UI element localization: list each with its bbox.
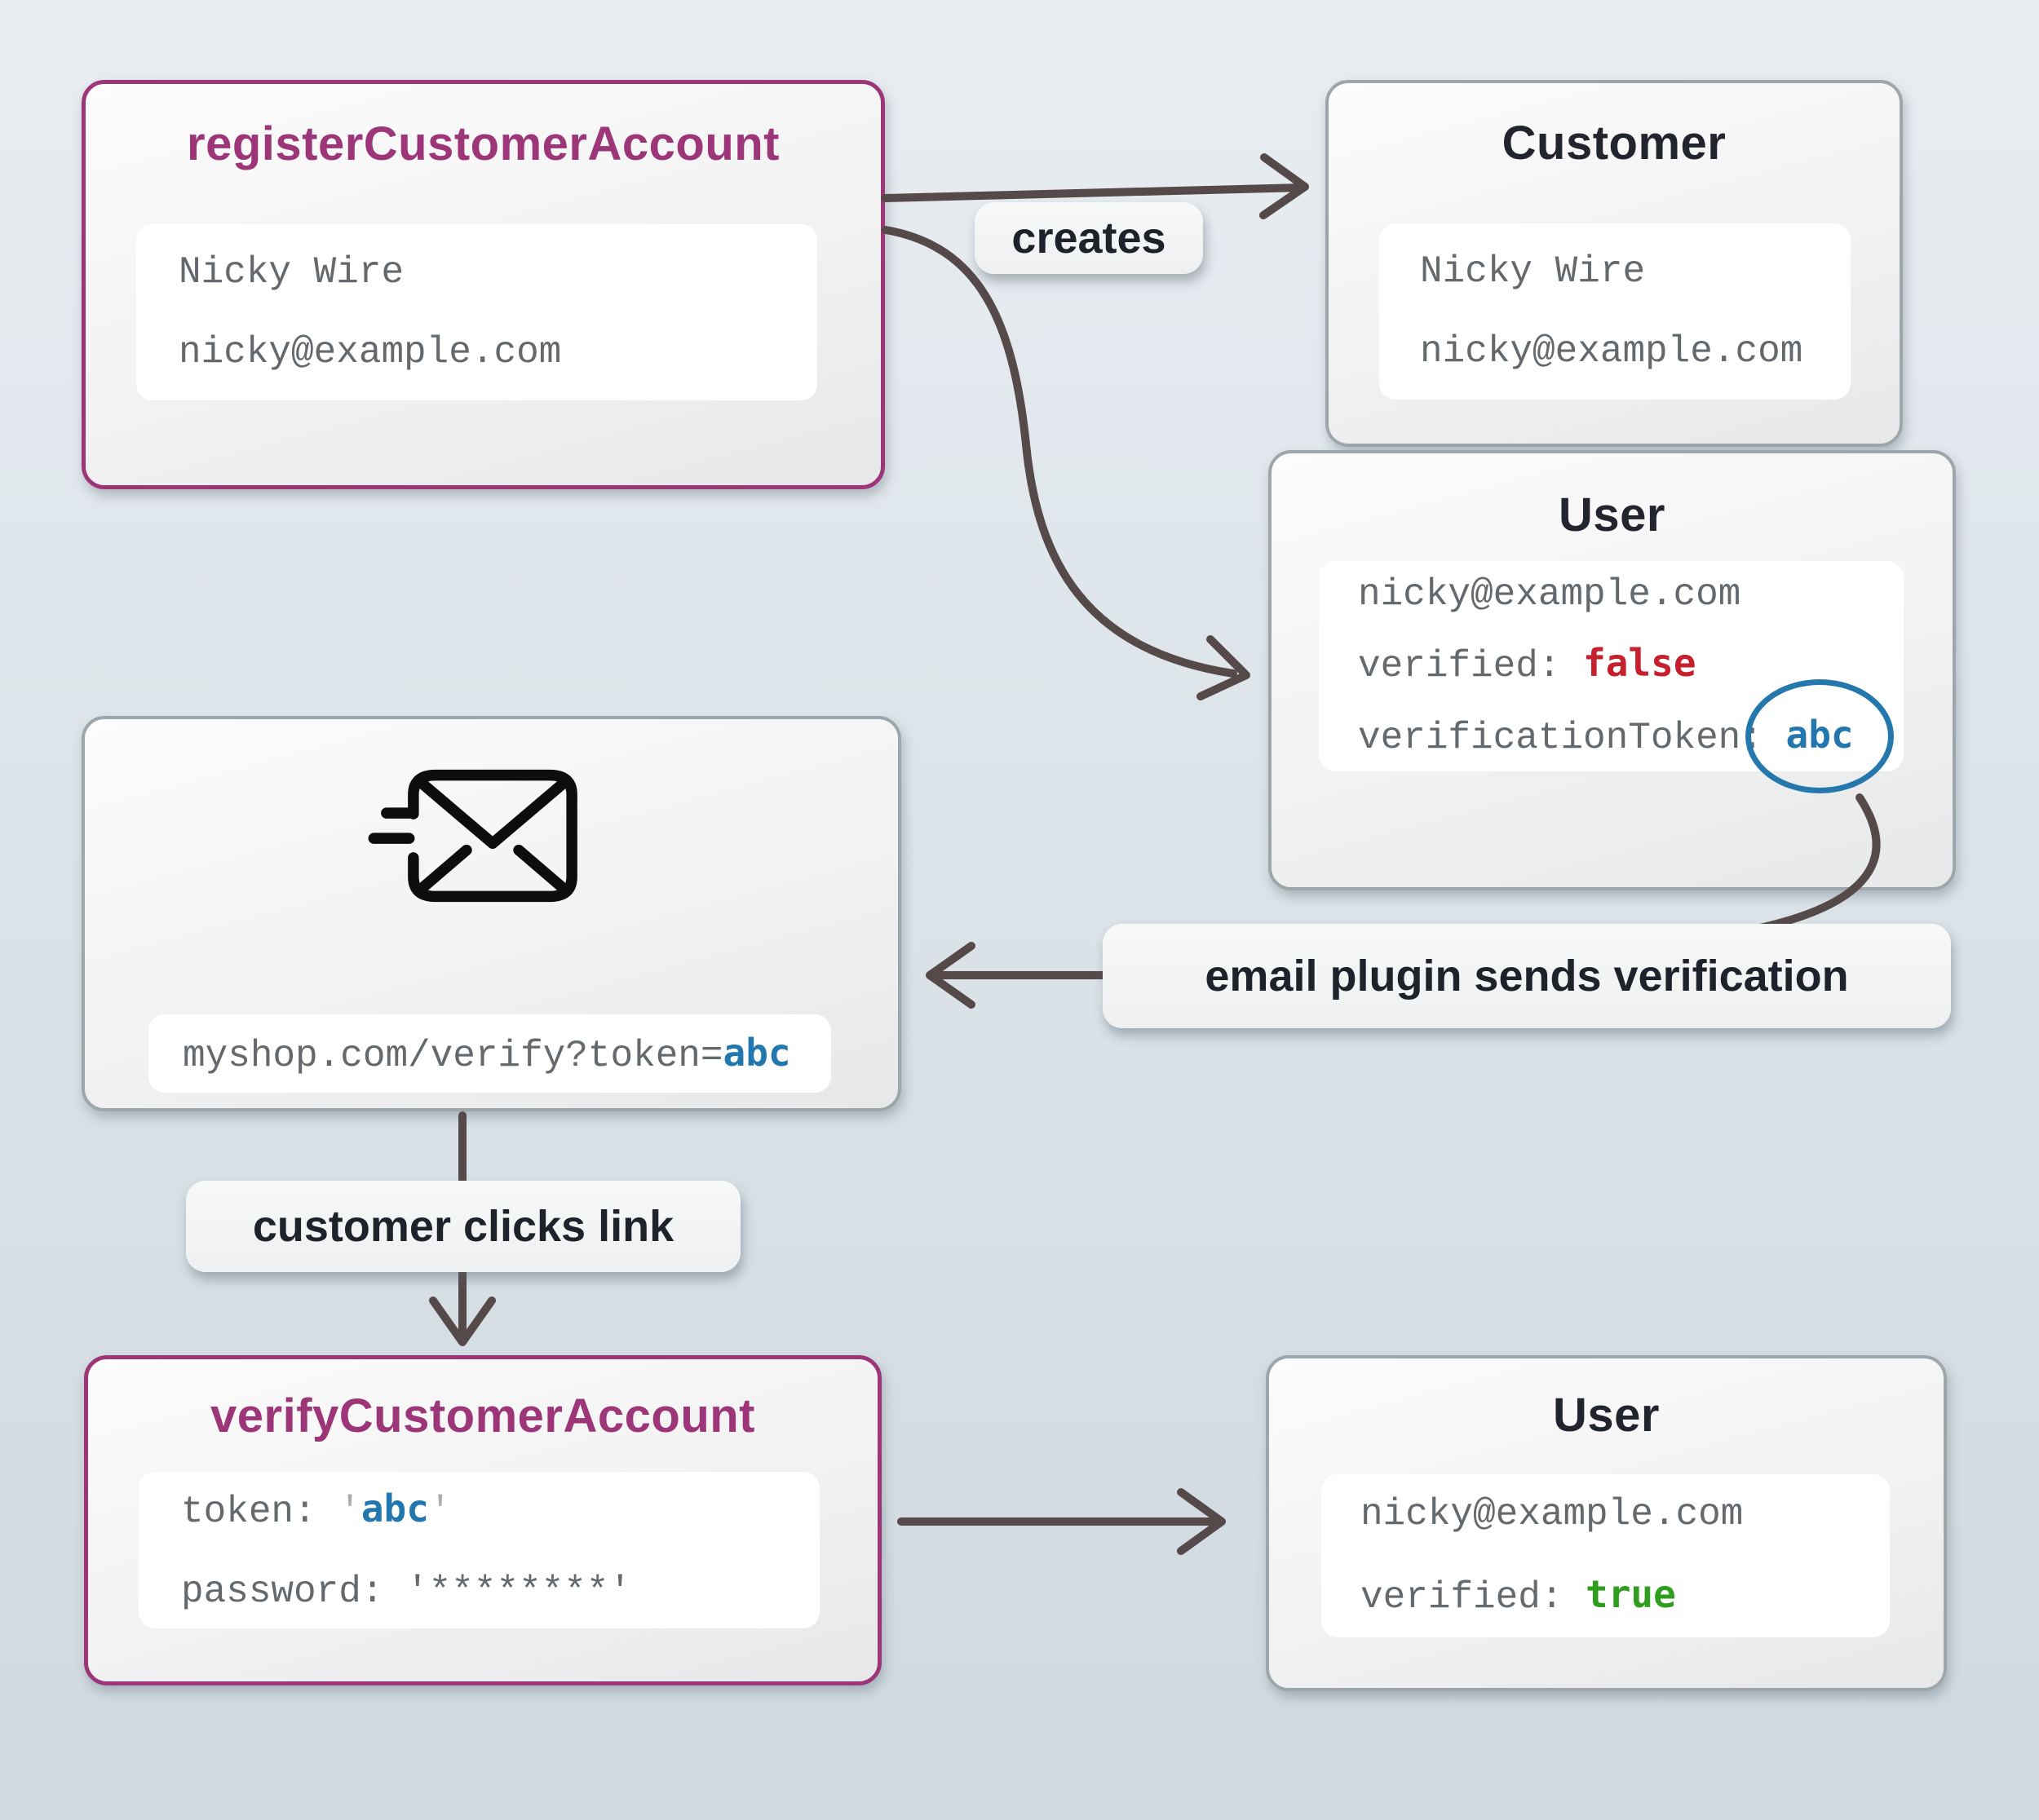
customer-box: Customer Nicky Wire nicky@example.com [1325, 80, 1903, 447]
creates-label: creates [975, 202, 1203, 274]
user-verified-box: User nicky@example.com verified: true [1266, 1355, 1947, 1691]
register-email-text: nicky@example.com [179, 331, 562, 373]
customer-clicks-label: customer clicks link [186, 1181, 741, 1272]
verified-false-value: false [1583, 641, 1696, 685]
verified-true-value: true [1586, 1572, 1676, 1616]
register-customer-account-box: registerCustomerAccount Nicky Wire nicky… [82, 80, 885, 489]
user-unverified-panel: nicky@example.com verified: false verifi… [1319, 561, 1904, 793]
arrow-register-to-user [882, 226, 1250, 700]
user-unverified-email: nicky@example.com [1358, 573, 1741, 616]
customer-email-text: nicky@example.com [1420, 330, 1803, 373]
user-verified-title: User [1553, 1389, 1660, 1442]
verify-token-value: abc [360, 1486, 429, 1531]
verification-token-value: abc [1785, 713, 1854, 757]
customer-box-title: Customer [1502, 117, 1727, 170]
verify-box-panel: token: 'abc' password: '********' [139, 1472, 820, 1628]
verification-url-text: myshop.com/verify?token=abc [183, 1030, 791, 1077]
verify-customer-account-box: verifyCustomerAccount token: 'abc' passw… [84, 1355, 882, 1685]
verify-token-line: token: 'abc' [181, 1486, 452, 1533]
user-unverified-title: User [1559, 488, 1665, 541]
verify-password-line: password: '********' [181, 1570, 632, 1613]
user-verified-verified-line: verified: true [1360, 1572, 1676, 1619]
email-plugin-label: email plugin sends verification [1103, 924, 1951, 1028]
user-unverified-token-line: verificationToken: abc [1358, 679, 1904, 793]
verify-box-title: verifyCustomerAccount [210, 1389, 755, 1442]
verification-token-circled: abc [1745, 679, 1895, 793]
user-verified-panel: nicky@example.com verified: true [1321, 1474, 1890, 1637]
customer-name-text: Nicky Wire [1420, 250, 1646, 293]
email-url-panel: myshop.com/verify?token=abc [148, 1014, 831, 1093]
arrow-verify-to-user [897, 1488, 1226, 1555]
password-masked-value: '********' [406, 1570, 632, 1613]
register-box-panel: Nicky Wire nicky@example.com [136, 224, 817, 400]
customer-box-panel: Nicky Wire nicky@example.com [1379, 223, 1851, 400]
arrow-label-to-email [926, 942, 1107, 1009]
register-name-text: Nicky Wire [179, 251, 405, 294]
user-unverified-box: User nicky@example.com verified: false v… [1268, 450, 1956, 890]
email-message-box: myshop.com/verify?token=abc [82, 716, 901, 1111]
register-box-title: registerCustomerAccount [187, 117, 780, 170]
mail-send-icon [368, 769, 577, 903]
url-token-value: abc [723, 1030, 791, 1075]
user-unverified-verified-line: verified: false [1358, 641, 1696, 687]
user-verified-email: nicky@example.com [1360, 1493, 1744, 1535]
